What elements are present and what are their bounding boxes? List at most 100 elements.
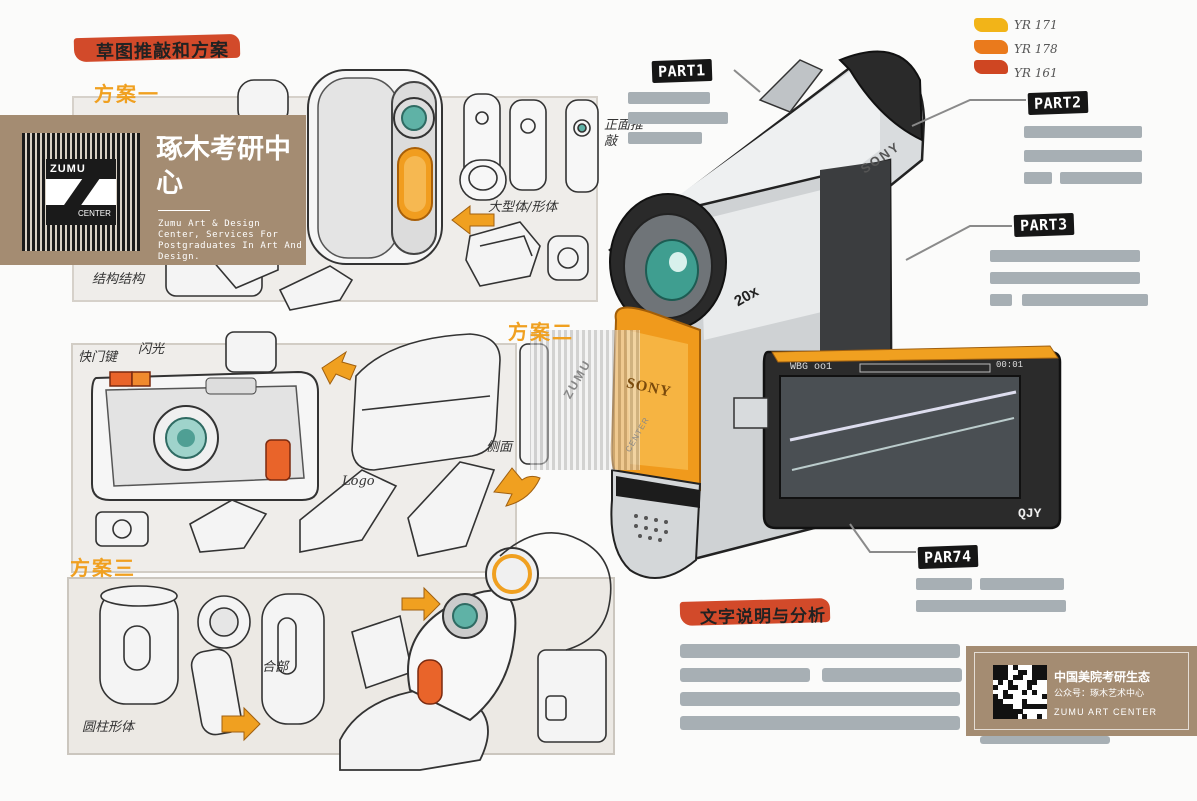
qr-cell [1027,684,1033,690]
description-lines [680,644,1110,744]
qr-cell [1022,704,1028,710]
arrow-scheme-two [321,350,357,386]
center-watermark [530,330,640,470]
annotation-round-body: 圆柱形体 [82,720,135,735]
qr-cell [1022,669,1028,675]
qr-code [993,665,1048,720]
qr-cell [1012,684,1018,690]
qr-cell [1012,714,1018,720]
part-label-1: PART1 [651,58,713,84]
part2-line [1024,172,1052,184]
qr-cell [997,679,1003,685]
qr-cell [1032,689,1038,695]
qr-cell [1022,689,1028,695]
logo-text-top: ZUMU [50,163,86,175]
part2-line [1024,150,1142,162]
swatch-yr178 [974,40,1008,54]
qr-cell [1017,669,1023,675]
qr-cell [1037,665,1043,670]
scheme-two-label: 方案二 [508,320,574,344]
qr-cell [1032,669,1038,675]
qr-cell [993,714,998,720]
logo-plate [46,159,116,225]
qr-card-frame [974,652,1189,730]
qr-cell [1007,704,1013,710]
arrow-scheme-three-b [401,586,441,622]
qr-cell [1017,674,1023,680]
qr-cell [1012,674,1018,680]
qr-cell [993,694,998,700]
qr-cell [1042,694,1048,700]
part-leader-lines [733,69,1026,553]
scheme-two-camera [91,370,319,501]
qr-cell [1032,679,1038,685]
qr-cell [1037,714,1043,720]
part3-line [990,250,1140,262]
qr-cell [1002,714,1008,720]
qr-cell [1007,694,1013,700]
qr-cell [1032,665,1038,670]
screen-text: WBG oo1 [790,362,833,373]
swatch-label-yr178: YR 178 [1014,42,1058,56]
qr-cell [1042,704,1048,710]
qr-cell [1007,679,1013,685]
part2-line [1060,172,1142,184]
qr-cell [1002,674,1008,680]
qr-title: 中国美院考研生态 [1054,670,1151,684]
swatch-yr161 [974,60,1008,74]
qr-cell [1007,714,1013,720]
qr-cell [1002,665,1008,670]
heading-description: 文字说明与分析 [699,605,827,629]
scheme-three-label: 方案三 [70,556,136,580]
scheme-one-camera-body [307,69,443,265]
part4-line [980,578,1064,590]
qr-cell [1042,669,1048,675]
part3-line [990,294,1012,306]
qr-cell [1027,679,1033,685]
qr-cell [1007,684,1013,690]
brand-panel: ZUMU CENTER 琢木考研中心 Zumu Art & Design Cen… [0,115,306,265]
qr-cell [1042,665,1048,670]
scheme-three-sketches [99,585,607,743]
qr-cell [1032,674,1038,680]
qr-cell [1002,704,1008,710]
scheme-one-label: 方案一 [94,82,160,106]
arrow-pointer [451,204,495,236]
qr-cell [1002,709,1008,715]
part4-line [916,600,1066,612]
qr-cell [993,674,998,680]
arrow-scheme-three [221,706,261,742]
qr-cell [997,709,1003,715]
part2-line [1024,126,1142,138]
handheld-device-sketch [339,532,612,771]
qr-cell [1037,669,1043,675]
qr-cell [993,684,998,690]
qr-cell [1012,665,1018,670]
annotation-logo: Logo [342,474,375,489]
qr-cell [1027,704,1033,710]
qr-cell [1032,704,1038,710]
logo-text-bottom: CENTER [78,209,111,218]
qr-cell [993,709,998,715]
qr-cell [1037,704,1043,710]
part3-line [1022,294,1148,306]
qr-cell [997,674,1003,680]
swatch-yr171 [974,18,1008,32]
brand-title: 琢木考研中心 [156,134,291,199]
qr-cell [1017,709,1023,715]
qr-cell [993,699,998,705]
qr-footer: ZUMU ART CENTER [1054,707,1158,717]
part1-line [628,92,710,104]
annotation-flash: 闪光 [138,342,165,357]
part1-line [628,132,702,144]
qr-cell [993,704,998,710]
annotation-shutter: 快门键 [78,350,118,365]
swatch-label-yr171: YR 171 [1014,18,1058,32]
part-label-3: PART3 [1013,212,1075,238]
part1-line [628,112,728,124]
qr-cell [1022,699,1028,705]
annotation-size: 大型体/形体 [488,200,558,215]
part-label-4: PAR74 [917,544,979,570]
qr-cell [1037,674,1043,680]
qr-cell [997,699,1003,705]
